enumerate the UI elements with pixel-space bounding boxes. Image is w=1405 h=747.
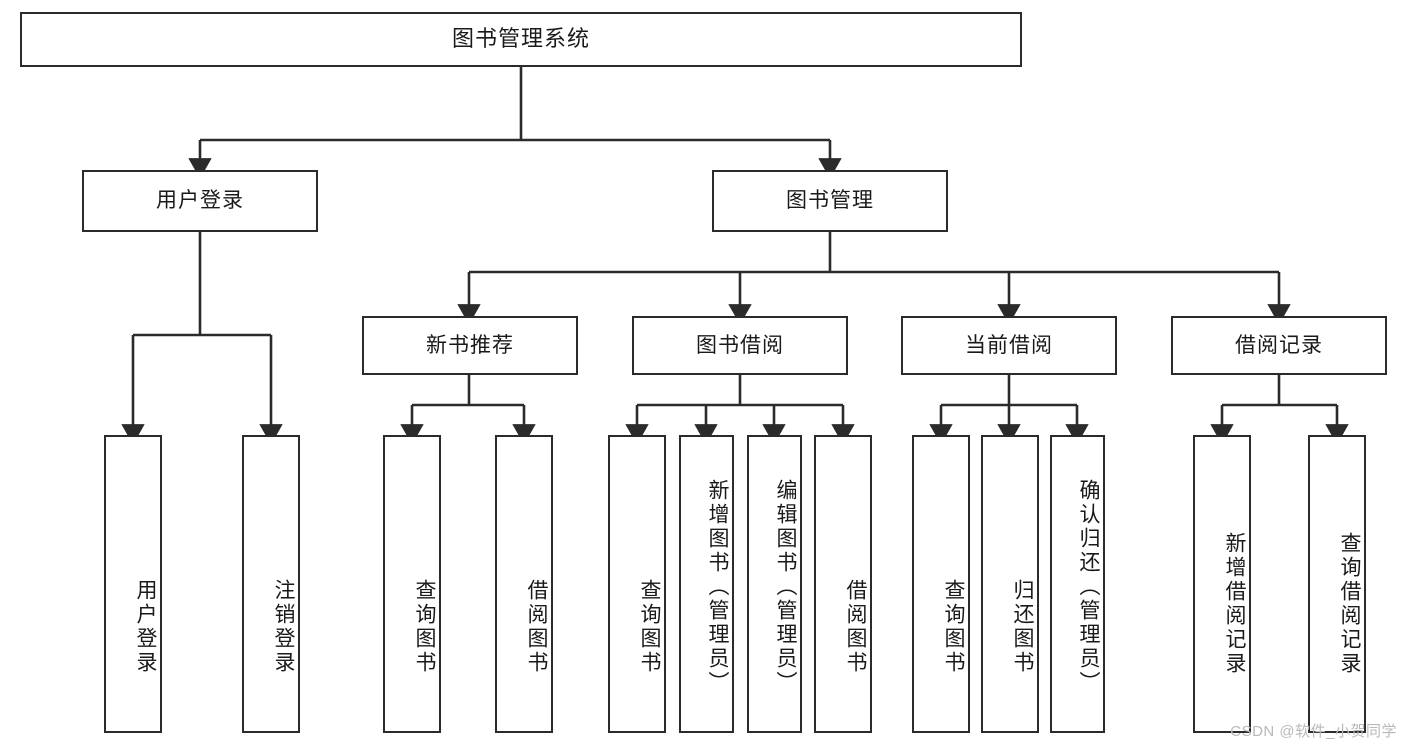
node-label: 确认归还（管理员） xyxy=(1077,479,1100,695)
node-label: 借阅图书 xyxy=(844,579,867,675)
node-label: 查询借阅记录 xyxy=(1338,532,1361,676)
node-book-management[interactable]: 图书管理 xyxy=(712,170,948,232)
leaf-edit-book-admin[interactable]: 编辑图书（管理员） xyxy=(747,435,802,733)
node-label: 注销登录 xyxy=(272,579,295,675)
leaf-add-borrow-record[interactable]: 新增借阅记录 xyxy=(1193,435,1251,733)
node-label: 查询图书 xyxy=(413,579,436,675)
node-current-borrow[interactable]: 当前借阅 xyxy=(901,316,1117,375)
leaf-current-query-book[interactable]: 查询图书 xyxy=(912,435,970,733)
node-label: 图书管理系统 xyxy=(451,26,590,52)
leaf-return-book[interactable]: 归还图书 xyxy=(981,435,1039,733)
node-label: 当前借阅 xyxy=(965,333,1053,357)
node-label: 查询图书 xyxy=(638,579,661,675)
leaf-borrow-book[interactable]: 借阅图书 xyxy=(814,435,872,733)
leaf-user-login[interactable]: 用户登录 xyxy=(104,435,162,733)
leaf-logout[interactable]: 注销登录 xyxy=(242,435,300,733)
node-label: 新增借阅记录 xyxy=(1223,532,1246,676)
node-new-book-recommend[interactable]: 新书推荐 xyxy=(362,316,578,375)
node-label: 图书管理 xyxy=(786,189,874,213)
node-borrow-record[interactable]: 借阅记录 xyxy=(1171,316,1387,375)
node-label: 归还图书 xyxy=(1011,579,1034,675)
node-label: 借阅图书 xyxy=(525,579,548,675)
leaf-add-book-admin[interactable]: 新增图书（管理员） xyxy=(679,435,734,733)
node-label: 用户登录 xyxy=(156,189,244,213)
node-user-login[interactable]: 用户登录 xyxy=(82,170,318,232)
leaf-query-borrow-record[interactable]: 查询借阅记录 xyxy=(1308,435,1366,733)
watermark: CSDN @软件_小贺同学 xyxy=(1230,723,1397,740)
leaf-new-book-query[interactable]: 查询图书 xyxy=(383,435,441,733)
node-label: 编辑图书（管理员） xyxy=(774,479,797,695)
node-label: 查询图书 xyxy=(942,579,965,675)
node-label: 借阅记录 xyxy=(1235,333,1323,357)
leaf-confirm-return-admin[interactable]: 确认归还（管理员） xyxy=(1050,435,1105,733)
node-label: 新增图书（管理员） xyxy=(706,479,729,695)
node-root-system[interactable]: 图书管理系统 xyxy=(20,12,1022,67)
node-label: 用户登录 xyxy=(134,579,157,675)
node-label: 图书借阅 xyxy=(696,333,784,357)
leaf-borrow-query-book[interactable]: 查询图书 xyxy=(608,435,666,733)
node-label: 新书推荐 xyxy=(426,333,514,357)
leaf-new-book-borrow[interactable]: 借阅图书 xyxy=(495,435,553,733)
node-book-borrow[interactable]: 图书借阅 xyxy=(632,316,848,375)
